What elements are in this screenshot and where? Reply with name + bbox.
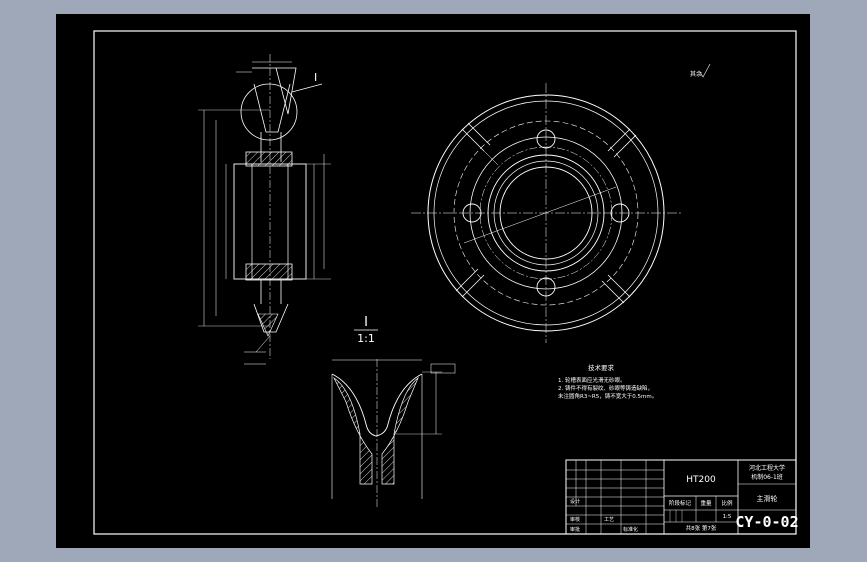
tech-req-heading: 技术要求 xyxy=(588,363,615,372)
material-label: HT200 xyxy=(686,475,716,485)
check-label: 审核 xyxy=(570,516,580,523)
designer-label: 设计 xyxy=(570,498,580,505)
drawing-sheet: I xyxy=(56,14,810,548)
drawing-border xyxy=(93,30,797,535)
school-line-2: 机制06-1班 xyxy=(751,473,783,481)
cad-drawing: I xyxy=(93,30,799,535)
front-view xyxy=(411,83,681,343)
section-callout-label: I xyxy=(314,71,317,84)
roughness-note: 其余 xyxy=(690,70,702,78)
detail-scale: 1:1 xyxy=(357,332,375,345)
scale-label: 比例 xyxy=(721,499,733,507)
process-label: 工艺 xyxy=(604,517,614,523)
tech-req-line-3: 未注圆角R3~R5，铸不宽大于0.5mm。 xyxy=(558,392,657,400)
technical-requirements: 技术要求 1. 轮槽表面应光滑无砂眼。 2. 铸件不得有裂纹、砂眼等铸造缺陷， … xyxy=(558,363,657,400)
school-line-1: 河北工程大学 xyxy=(749,464,785,472)
section-view: I xyxy=(198,54,331,365)
drawing-number: CY-0-02 xyxy=(735,513,798,531)
title-block: HT200 河北工程大学 机制06-1班 主滑轮 CY-0-02 阶段标记 重量… xyxy=(565,459,799,535)
weight-label: 重量 xyxy=(700,499,712,507)
detail-circle-marker xyxy=(240,83,298,141)
approve-label: 审批 xyxy=(570,526,580,533)
detail-label: I xyxy=(364,315,368,330)
tech-req-line-2: 2. 铸件不得有裂纹、砂眼等铸造缺陷， xyxy=(558,384,653,392)
sheet-info: 共8张 第7张 xyxy=(686,524,717,532)
scale-value: 1:5 xyxy=(723,514,732,520)
detail-view: I 1:1 xyxy=(331,315,456,509)
roughness-symbol: 其余 xyxy=(690,63,711,78)
stage-label: 阶段标记 xyxy=(669,499,692,507)
tech-req-line-1: 1. 轮槽表面应光滑无砂眼。 xyxy=(558,376,626,384)
standard-label: 标准化 xyxy=(623,526,638,533)
part-name: 主滑轮 xyxy=(757,494,778,503)
